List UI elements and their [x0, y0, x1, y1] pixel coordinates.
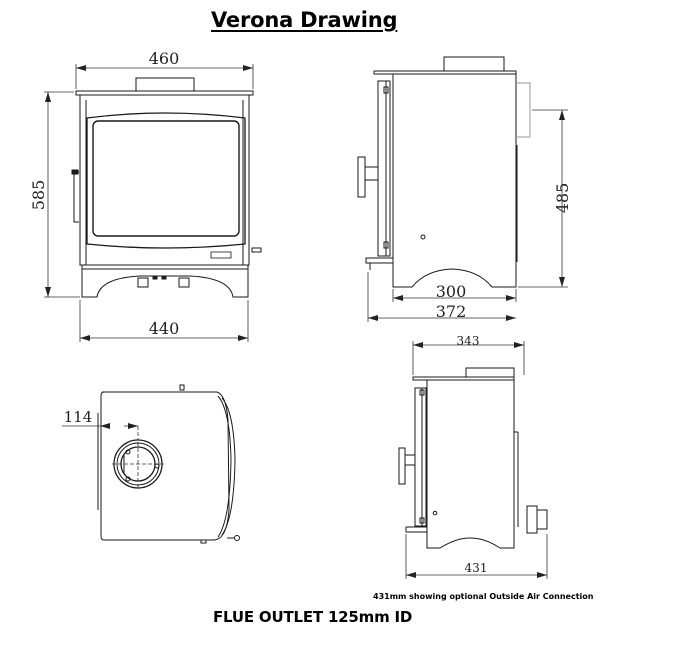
dim-side-height: 485	[553, 183, 572, 214]
air-connection-note: 431mm showing optional Outside Air Conne…	[373, 592, 594, 601]
front-dimensions	[44, 64, 254, 342]
dim-front-height: 585	[29, 180, 48, 211]
dim-flue-offset: 114	[64, 408, 93, 426]
dim-air-total-depth: 431	[465, 561, 488, 575]
drawing-title: Verona Drawing	[211, 8, 398, 32]
dim-air-top-depth: 343	[457, 334, 480, 348]
dim-front-width-top: 460	[149, 49, 180, 68]
side-air-dimensions	[405, 341, 548, 579]
side-view-air-connection	[398, 367, 548, 549]
dim-front-width-base: 440	[149, 319, 180, 338]
dim-side-depth-body: 300	[436, 282, 467, 301]
flue-outlet-label: FLUE OUTLET 125mm ID	[213, 608, 413, 626]
top-dimensions	[62, 423, 164, 488]
side-view	[357, 56, 531, 288]
front-view	[71, 77, 262, 298]
side-dimensions	[367, 109, 568, 322]
dim-side-depth-total: 372	[436, 302, 467, 321]
